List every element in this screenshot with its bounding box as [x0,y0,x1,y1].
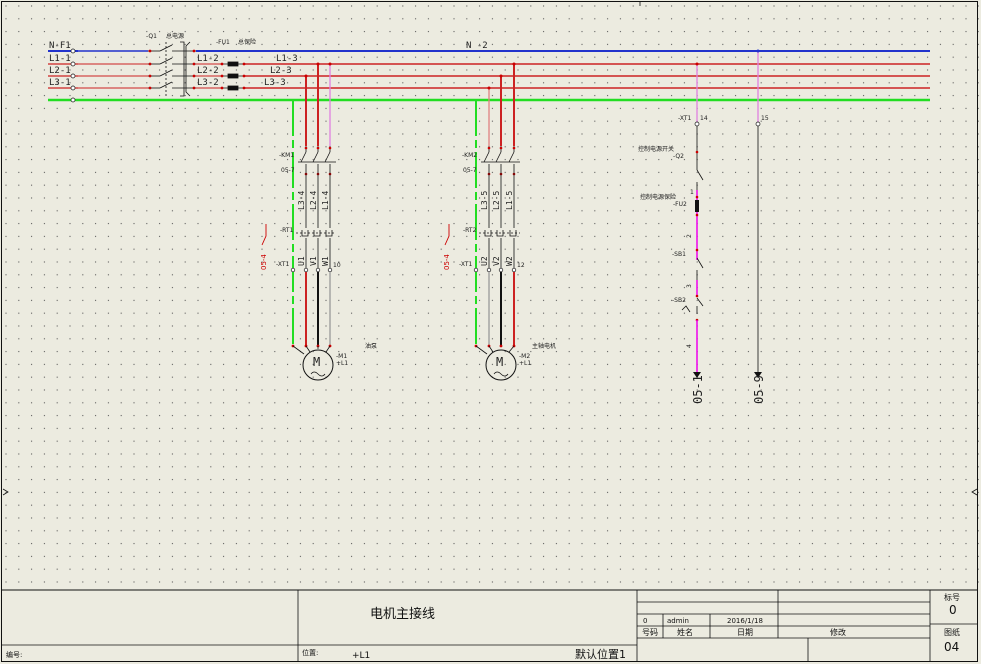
motor2-circuit: -KM2 05-7 L3-5 L2-5 L1-5 -RT2 05-4 -X [443,62,556,381]
center-mark-right [971,488,978,496]
m1-wire-1: L3-4 [297,191,306,210]
ctrl-xt-14: 14 [700,115,708,122]
fu1-tag: -FU1 [216,39,230,46]
m2-term-u: U2 [480,256,489,266]
bus-label-l2-mid: L2-2 [197,66,219,76]
motor1-circuit: -KM1 05-7 L3-4 L2-4 L1-4 -RT1 05-4 [260,62,377,381]
km2-tag: -KM2 [462,152,477,159]
m1-term-w: W1 [321,256,330,266]
col-number: 号码 [642,628,658,637]
m1-wire-2: L2-4 [309,191,318,210]
control-circuit: -XT1 14 15 控制电源开关 -Q2 1 控制电源保险 -FU2 2 -S… [638,49,769,404]
m2-term-w: W2 [505,256,514,266]
motor2-m: M [496,355,503,369]
ctrl-sb2: -SB2 [672,297,686,304]
ctrl-xt-tag: -XT1 [678,115,692,122]
rt2-ref: 05-4 [443,254,451,270]
rev-name: admin [667,617,689,625]
m2-xt-tag: -XT1 [459,261,473,268]
bus-label-l1-right: L1-3 [276,54,298,64]
default-position: 默认位置1 [575,647,626,661]
ctrl-out-left-arrow [693,372,701,378]
ctrl-out-right: 05-9 [752,375,766,404]
title-block: 电机主接线 编号: 位置: +L1 默认位置1 0 admin 2016/1/1… [2,590,977,662]
position-value: +L1 [352,651,370,661]
rt1-ref: 05-4 [260,254,268,270]
motor1-tag: -M1 [336,353,347,360]
motor1-symbol [302,349,334,381]
m1-xt-tag: -XT1 [276,261,290,268]
ctrl-node-4: 4 [686,344,693,348]
motor2-loc: +L1 [519,360,531,367]
q1-caption: 总电源 [166,32,184,40]
motor1-caption: 油泵 [365,342,377,350]
fu1-caption: 总保险 [238,38,256,46]
ctrl-sb1: -SB1 [672,251,686,258]
m2-term-extra: 12 [517,262,525,269]
sheet-label: 图纸 [944,627,960,637]
m2-wire-3: L1-5 [505,191,514,210]
mark-label: 标号 [944,592,960,602]
bus-label-l2-right: L2-3 [270,66,292,76]
km2-sheet-ref: 05-7 [463,167,477,174]
drawing-title: 电机主接线 [370,606,435,622]
col-name: 姓名 [677,627,693,637]
busbars: N-F1 L1-1 L2-1 L3-1 N -2 L1-2 L2-2 L3-2 … [48,41,930,103]
ctrl-out-left: 05-1 [691,375,705,404]
rev-date: 2016/1/18 [727,617,763,625]
sheet-value: 04 [944,640,959,654]
ctrl-node-2: 2 [686,234,693,238]
main-fuse-fu1: -FU1 总保险 [216,38,256,91]
motor2-caption: 主轴电机 [532,342,556,350]
bus-label-l2-left: L2-1 [49,66,71,76]
m2-wire-2: L2-5 [492,191,501,210]
bus-label-l1-mid: L1-2 [197,54,219,64]
position-label: 位置: [302,648,318,657]
ctrl-xt-15: 15 [761,115,769,122]
q1-tag: -Q1 [146,33,157,40]
bus-label-l3-mid: L3-2 [197,78,219,88]
center-mark-left [2,488,9,496]
ctrl-node-3: 3 [686,284,693,288]
motor1-loc: +L1 [336,360,348,367]
ctrl-fuse-tag: -FU2 [673,201,687,208]
ctrl-switch-caption: 控制电源开关 [638,145,674,153]
col-modify: 修改 [830,627,846,637]
bus-label-n-right: N -2 [466,41,488,51]
m1-term-u: U1 [297,256,306,266]
rev-index: 0 [643,617,647,625]
bus-label-l3-left: L3-1 [49,78,71,88]
bus-label-l3-right: L3-3 [264,78,286,88]
rt2-tag: -RT2 [463,227,477,234]
ctrl-node-1: 1 [690,189,694,196]
motor2-tag: -M2 [519,353,530,360]
bus-label-l1-left: L1-1 [49,54,71,64]
m1-wire-3: L1-4 [321,191,330,210]
bus-label-n-left: N-F1 [49,41,71,51]
rt1-tag: -RT1 [280,227,294,234]
mark-value: 0 [949,603,957,617]
m1-term-v: V1 [309,256,318,266]
m1-term-extra: 10 [333,262,341,269]
col-date: 日期 [737,628,753,637]
ctrl-switch-tag: -Q2 [673,153,684,160]
number-label: 编号: [6,650,22,659]
km1-sheet-ref: 05-7 [281,167,295,174]
motor2-symbol [485,349,517,381]
m2-term-v: V2 [492,256,501,266]
main-switch-q1: -Q1 总电源 [146,32,196,97]
km1-tag: -KM1 [279,152,294,159]
m2-wire-1: L3-5 [480,191,489,210]
ctrl-fuse-caption: 控制电源保险 [640,193,676,201]
ctrl-out-right-arrow [754,372,762,378]
motor1-m: M [313,355,320,369]
